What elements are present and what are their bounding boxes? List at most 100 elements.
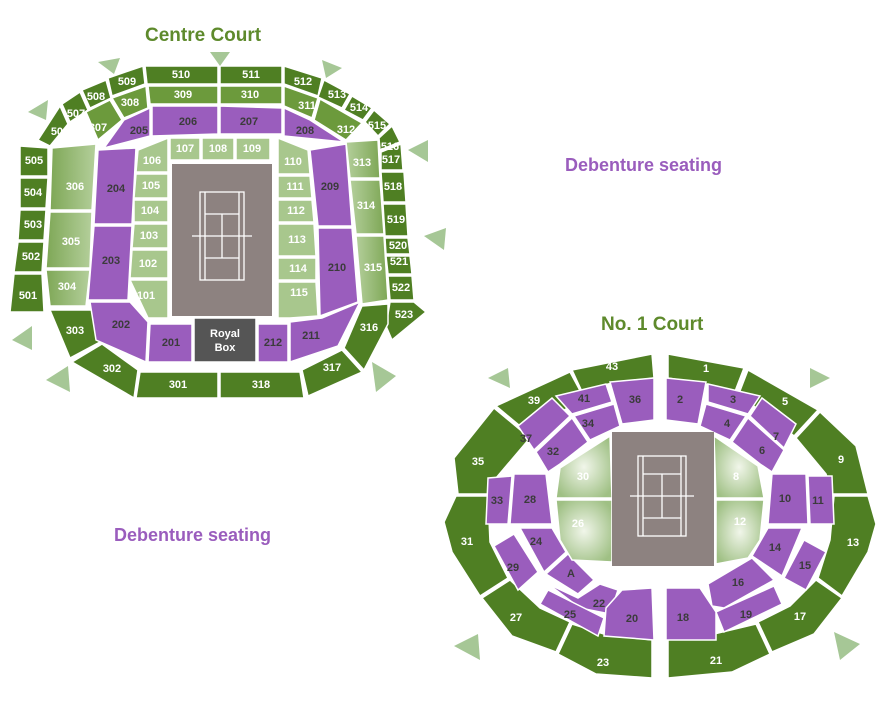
section-513[interactable] xyxy=(317,78,352,109)
section-27[interactable] xyxy=(480,579,571,653)
section-34[interactable] xyxy=(572,403,621,441)
section-208[interactable] xyxy=(283,106,345,143)
section-11[interactable] xyxy=(807,475,835,525)
section-508[interactable] xyxy=(81,78,112,110)
section-label: 108 xyxy=(209,143,227,155)
section-110[interactable] xyxy=(277,136,311,175)
section-518[interactable] xyxy=(380,171,407,203)
section-label: 9 xyxy=(838,454,844,466)
section-503[interactable] xyxy=(17,209,47,241)
section-18[interactable] xyxy=(665,587,717,641)
section-102[interactable] xyxy=(129,249,169,279)
section-203[interactable] xyxy=(87,225,133,301)
section-511[interactable] xyxy=(219,65,283,85)
section-308[interactable] xyxy=(110,84,149,119)
section-107[interactable] xyxy=(169,137,201,161)
section-212[interactable] xyxy=(257,323,289,363)
section-19[interactable] xyxy=(715,585,783,634)
section-304[interactable] xyxy=(45,269,91,307)
section-106[interactable] xyxy=(135,136,169,173)
section-25[interactable] xyxy=(538,589,605,638)
section-15[interactable] xyxy=(782,538,828,592)
section-516[interactable] xyxy=(378,124,402,152)
section-502[interactable] xyxy=(13,241,45,273)
section-113[interactable] xyxy=(277,223,317,257)
section-36[interactable] xyxy=(609,377,655,425)
section-211[interactable] xyxy=(289,300,362,364)
section-501[interactable] xyxy=(9,273,45,313)
section-111[interactable] xyxy=(277,175,313,199)
section-521[interactable] xyxy=(385,255,413,275)
section-314[interactable] xyxy=(349,179,385,235)
section-302[interactable] xyxy=(70,343,139,400)
section-20[interactable] xyxy=(603,587,655,641)
section-519[interactable] xyxy=(382,203,409,237)
section-306[interactable] xyxy=(49,143,97,211)
section-312[interactable] xyxy=(313,97,364,141)
section-105[interactable] xyxy=(133,173,169,199)
section-318[interactable] xyxy=(219,371,305,399)
section-37[interactable] xyxy=(516,396,572,452)
section-317[interactable] xyxy=(301,349,364,398)
section-209[interactable] xyxy=(309,143,353,227)
section-307[interactable] xyxy=(85,99,123,142)
section-26[interactable] xyxy=(555,499,613,563)
section-206[interactable] xyxy=(151,105,219,137)
section-104[interactable] xyxy=(133,199,169,223)
section-115[interactable] xyxy=(277,281,319,319)
section-313[interactable] xyxy=(345,139,381,179)
section-205[interactable] xyxy=(102,106,151,150)
section-201[interactable] xyxy=(147,323,193,363)
section-520[interactable] xyxy=(384,237,411,255)
section-17[interactable] xyxy=(757,579,844,653)
section-7[interactable] xyxy=(749,396,797,450)
section-514[interactable] xyxy=(342,94,374,121)
section-311[interactable] xyxy=(283,84,319,120)
section-label: 4 xyxy=(724,418,731,430)
section-504[interactable] xyxy=(19,177,49,209)
section-A[interactable] xyxy=(544,552,596,595)
section-522[interactable] xyxy=(387,275,415,301)
section-14[interactable] xyxy=(751,527,804,578)
section-114[interactable] xyxy=(277,257,317,281)
section-315[interactable] xyxy=(355,235,389,305)
section-515[interactable] xyxy=(364,108,392,138)
section-507[interactable] xyxy=(61,90,89,124)
section-12[interactable] xyxy=(715,499,765,565)
section-506[interactable] xyxy=(36,104,69,147)
section-309[interactable] xyxy=(147,85,219,105)
centre-tier-200 xyxy=(87,105,362,364)
section-41[interactable] xyxy=(554,383,613,415)
section-301[interactable] xyxy=(135,371,219,399)
section-505[interactable] xyxy=(19,145,49,177)
royal-box[interactable] xyxy=(193,317,257,363)
section-509[interactable] xyxy=(107,64,146,97)
section-310[interactable] xyxy=(219,85,283,105)
section-204[interactable] xyxy=(93,147,137,225)
section-210[interactable] xyxy=(317,227,359,318)
section-29[interactable] xyxy=(492,532,539,592)
centre-court-labels: 509 510 511 512 513 514 515 516 517 518 … xyxy=(19,69,413,391)
section-112[interactable] xyxy=(277,199,315,223)
section-202[interactable] xyxy=(89,301,149,364)
section-28[interactable] xyxy=(509,473,553,525)
section-3[interactable] xyxy=(707,383,762,415)
section-10[interactable] xyxy=(767,473,809,525)
section-510[interactable] xyxy=(144,65,219,85)
section-2[interactable] xyxy=(665,377,707,425)
section-109[interactable] xyxy=(235,137,271,161)
section-8[interactable] xyxy=(713,434,765,499)
section-108[interactable] xyxy=(201,137,235,161)
section-101[interactable] xyxy=(128,279,169,319)
section-207[interactable] xyxy=(219,105,283,135)
section-103[interactable] xyxy=(131,223,169,249)
section-517[interactable] xyxy=(380,142,404,171)
section-6[interactable] xyxy=(730,416,785,474)
section-16[interactable] xyxy=(707,557,776,609)
section-24[interactable] xyxy=(518,527,567,574)
section-33[interactable] xyxy=(485,475,513,525)
section-316[interactable] xyxy=(343,303,389,372)
section-4[interactable] xyxy=(699,403,748,441)
section-32[interactable] xyxy=(535,416,590,474)
section-523[interactable] xyxy=(385,301,428,342)
